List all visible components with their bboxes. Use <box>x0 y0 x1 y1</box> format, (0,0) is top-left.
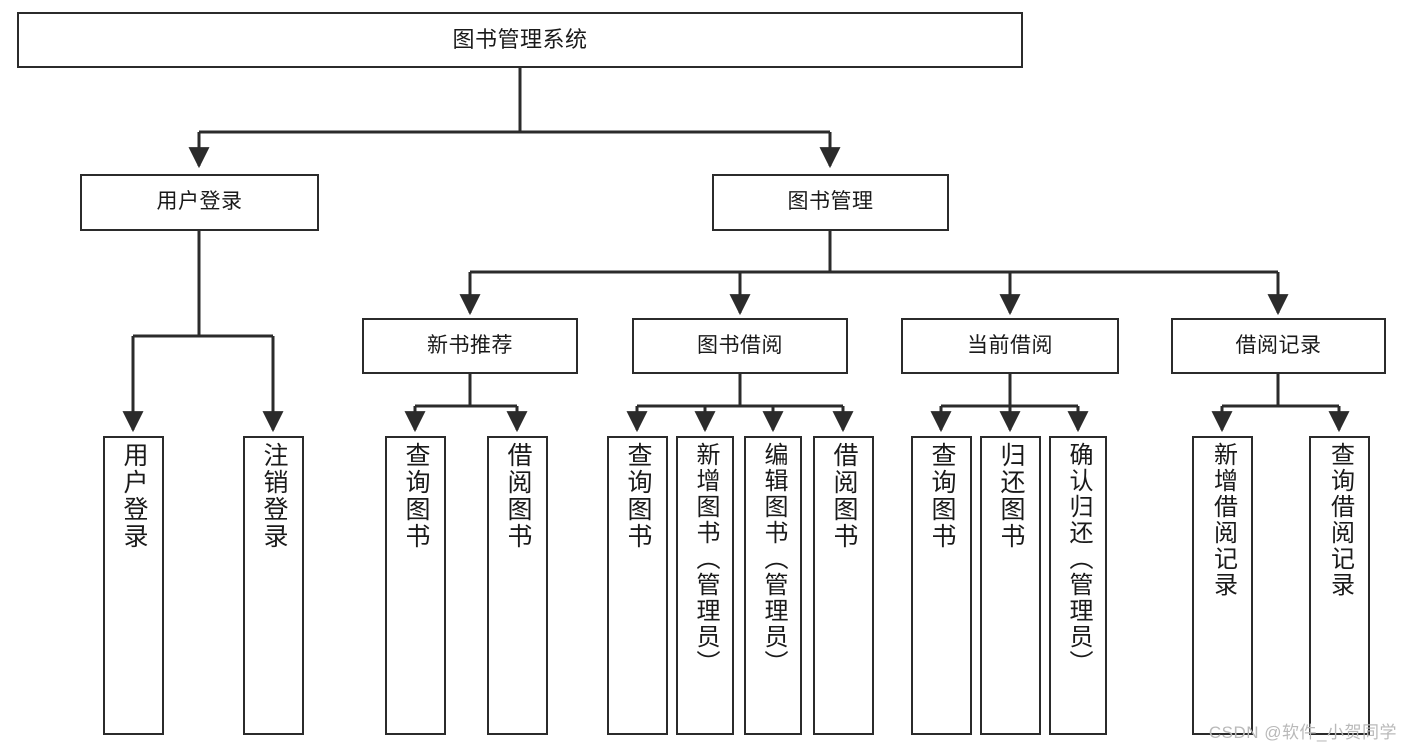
node-leaf-borrow-book-2[interactable]: 借阅图书 <box>813 436 874 735</box>
node-label: 图书管理系统 <box>452 27 588 53</box>
node-leaf-return-book[interactable]: 归还图书 <box>980 436 1041 735</box>
node-label: 查询图书 <box>402 442 430 550</box>
node-root-system[interactable]: 图书管理系统 <box>17 12 1023 68</box>
node-leaf-query-book-2[interactable]: 查询图书 <box>607 436 668 735</box>
node-label: 图书借阅 <box>697 333 783 357</box>
node-label: 图书管理 <box>787 190 874 214</box>
node-label: 注销登录 <box>260 442 288 550</box>
node-label: 新书推荐 <box>427 333 513 357</box>
node-user-login[interactable]: 用户登录 <box>80 174 319 231</box>
node-label: 查询图书 <box>928 442 956 550</box>
node-label: 新增图书（管理员） <box>692 442 719 676</box>
node-label: 查询借阅记录 <box>1326 442 1354 598</box>
node-leaf-logout-login[interactable]: 注销登录 <box>243 436 304 735</box>
node-label: 借阅图书 <box>830 442 858 550</box>
node-leaf-add-book-admin[interactable]: 新增图书（管理员） <box>676 436 734 735</box>
node-leaf-query-book-3[interactable]: 查询图书 <box>911 436 972 735</box>
node-borrow-record[interactable]: 借阅记录 <box>1171 318 1386 374</box>
node-label: 借阅图书 <box>504 442 532 550</box>
node-label: 当前借阅 <box>967 333 1053 357</box>
node-label: 用户登录 <box>156 190 243 214</box>
node-leaf-edit-book-admin[interactable]: 编辑图书（管理员） <box>744 436 802 735</box>
node-leaf-borrow-book-1[interactable]: 借阅图书 <box>487 436 548 735</box>
node-current-borrow[interactable]: 当前借阅 <box>901 318 1119 374</box>
node-book-borrow[interactable]: 图书借阅 <box>632 318 848 374</box>
node-label: 借阅记录 <box>1235 333 1322 357</box>
watermark-text: CSDN @软件_小贺同学 <box>1208 723 1397 742</box>
node-book-management[interactable]: 图书管理 <box>712 174 949 231</box>
node-label: 新增借阅记录 <box>1209 442 1237 598</box>
node-label: 确认归还（管理员） <box>1065 442 1092 676</box>
node-leaf-confirm-return-admin[interactable]: 确认归还（管理员） <box>1049 436 1107 735</box>
node-new-book-recommend[interactable]: 新书推荐 <box>362 318 578 374</box>
node-leaf-user-login[interactable]: 用户登录 <box>103 436 164 735</box>
node-leaf-query-borrow-record[interactable]: 查询借阅记录 <box>1309 436 1370 735</box>
node-label: 编辑图书（管理员） <box>760 442 787 676</box>
node-label: 归还图书 <box>997 442 1025 550</box>
node-label: 查询图书 <box>624 442 652 550</box>
node-label: 用户登录 <box>120 442 148 550</box>
node-leaf-query-book-1[interactable]: 查询图书 <box>385 436 446 735</box>
node-leaf-add-borrow-record[interactable]: 新增借阅记录 <box>1192 436 1253 735</box>
